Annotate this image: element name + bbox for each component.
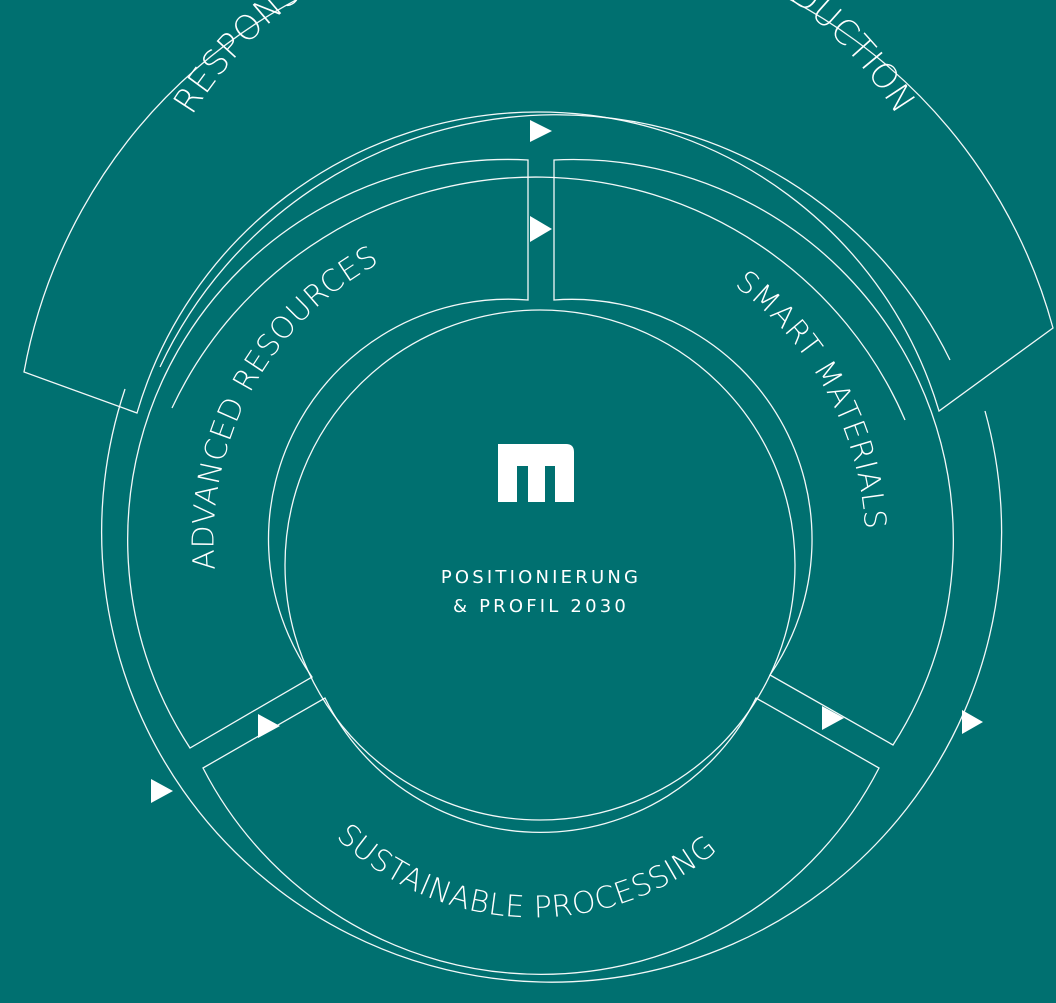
smart-segment-border <box>553 158 954 746</box>
center-title-line1: POSITIONIERUNG <box>441 567 641 588</box>
svg-text:ADVANCED RESOURCES: ADVANCED RESOURCES <box>186 239 384 571</box>
arrow-top-outer-icon <box>530 120 552 142</box>
center-circle <box>284 309 796 821</box>
segment-smart-materials: SMART MATERIALS <box>553 158 954 746</box>
inner-cycle-arc <box>171 176 906 421</box>
arrow-lower-left-icon <box>258 714 280 738</box>
svg-text:SUSTAINABLE PROCESSING: SUSTAINABLE PROCESSING <box>330 817 723 925</box>
segment-advanced-resources: ADVANCED RESOURCES <box>127 158 529 749</box>
svg-text:SMART MATERIALS: SMART MATERIALS <box>729 264 892 531</box>
arrow-lower-right-icon <box>822 706 844 730</box>
outer-ring-arc-top <box>159 114 951 368</box>
sustainable-processing-label: SUSTAINABLE PROCESSING <box>330 817 723 925</box>
svg-text:RESPONSIBLE CONSUMPTION AND PR: RESPONSIBLE CONSUMPTION AND PRODUCTION <box>166 0 923 121</box>
sustainable-segment-border <box>202 697 880 975</box>
center-title-line2: & PROFIL 2030 <box>453 596 629 617</box>
outer-cycle-ring <box>101 114 1003 983</box>
outer-ring-arc <box>101 388 1003 983</box>
advanced-segment-border <box>127 158 529 749</box>
arrow-right-outer-icon <box>962 710 983 734</box>
segment-sustainable-processing: SUSTAINABLE PROCESSING <box>202 697 880 975</box>
arrow-top-inner-icon <box>530 216 552 242</box>
arrow-left-outer-icon <box>151 779 173 803</box>
advanced-resources-label: ADVANCED RESOURCES <box>186 239 383 571</box>
m-logo-icon <box>498 444 574 502</box>
outer-segment-border <box>23 0 1054 414</box>
smart-materials-label: SMART MATERIALS <box>729 264 892 531</box>
outer-segment-label: RESPONSIBLE CONSUMPTION AND PRODUCTION <box>166 0 923 121</box>
